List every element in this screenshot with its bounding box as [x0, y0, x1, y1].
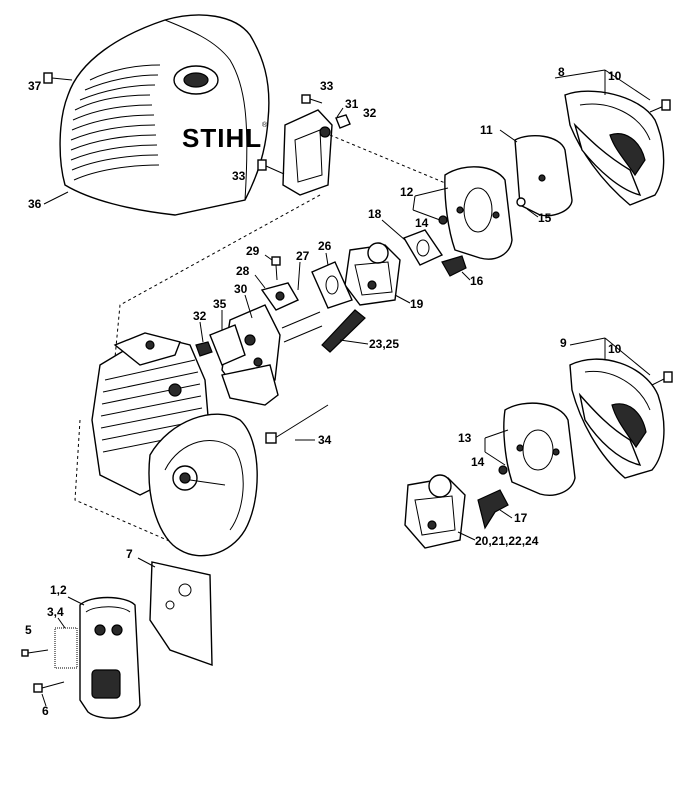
air-filter-base-lower	[503, 402, 576, 496]
air-filter-cover-top	[564, 90, 665, 206]
callout-14-top: 14	[415, 216, 429, 230]
callout-5: 5	[25, 623, 32, 637]
gasket-35	[209, 324, 246, 366]
air-filter-base-top	[444, 166, 513, 260]
callout-15: 15	[538, 211, 552, 225]
callout-12: 12	[400, 185, 414, 199]
carburetor-19	[344, 242, 401, 306]
nut-15	[516, 197, 526, 207]
callout-30: 30	[234, 282, 248, 296]
screw-10-lower	[651, 371, 673, 386]
callout-33-top: 33	[320, 79, 334, 93]
screw-29	[271, 256, 281, 281]
callout-13: 13	[458, 431, 472, 445]
callout-9: 9	[560, 336, 567, 350]
callout-6: 6	[42, 704, 49, 718]
callout-10-lower: 10	[608, 342, 622, 356]
callout-17: 17	[514, 511, 528, 525]
fan-housing	[148, 413, 258, 557]
air-filter-cover-lower	[569, 358, 665, 479]
callout-23-25: 23,25	[369, 337, 399, 351]
spark-arrest-screen	[54, 627, 78, 669]
heat-shield-7	[149, 561, 213, 667]
shroud-vent-grille	[70, 64, 161, 181]
callout-11: 11	[480, 123, 493, 137]
choke-knob	[441, 255, 467, 277]
nut-14-lower	[498, 465, 508, 475]
baffle-plate	[221, 364, 279, 406]
callout-1-2: 1,2	[50, 583, 67, 597]
callout-37: 37	[28, 79, 42, 93]
callout-27: 27	[296, 249, 310, 263]
callout-7: 7	[126, 547, 133, 561]
registered-mark: ®	[262, 121, 268, 129]
callout-33-lower: 33	[232, 169, 246, 183]
carburetor-lower	[404, 474, 466, 549]
callout-32-lower: 32	[193, 309, 207, 323]
callout-29: 29	[246, 244, 260, 258]
screw-37	[43, 72, 73, 84]
screw-6	[33, 681, 65, 693]
screw-33-lower	[257, 159, 285, 175]
callout-36: 36	[28, 197, 42, 211]
screw-10-top	[649, 99, 671, 113]
callout-20-24: 20,21,22,24	[475, 534, 539, 548]
handle-bracket	[282, 109, 333, 196]
callout-14-lower: 14	[471, 455, 485, 469]
screw-33-top	[301, 94, 323, 104]
fitting-28	[260, 282, 299, 311]
callout-3-4: 3,4	[47, 605, 64, 619]
callout-26: 26	[318, 239, 332, 253]
long-screws-27	[281, 311, 323, 343]
screw-5	[21, 649, 49, 657]
callout-28: 28	[236, 264, 250, 278]
callout-16: 16	[470, 274, 484, 288]
callout-35: 35	[213, 297, 227, 311]
callout-32-top: 32	[363, 106, 377, 120]
long-screw-34	[265, 404, 329, 444]
nut-32-top	[335, 114, 351, 129]
engine-shroud: STIHL ®	[59, 14, 270, 216]
gasket-18	[402, 229, 444, 266]
callout-31: 31	[345, 97, 359, 111]
fuel-hose	[321, 309, 366, 353]
callout-18: 18	[368, 207, 382, 221]
nut-32-lower	[195, 341, 213, 357]
callout-34: 34	[318, 433, 332, 447]
callout-10-top: 10	[608, 69, 622, 83]
muffler	[79, 596, 141, 719]
stihl-logo: STIHL	[182, 123, 262, 153]
nut-14-top	[438, 215, 448, 225]
callout-19: 19	[410, 297, 424, 311]
gasket-26	[311, 261, 353, 309]
choke-lever	[477, 489, 509, 530]
callout-8: 8	[558, 65, 565, 79]
air-filter-element	[514, 134, 573, 217]
